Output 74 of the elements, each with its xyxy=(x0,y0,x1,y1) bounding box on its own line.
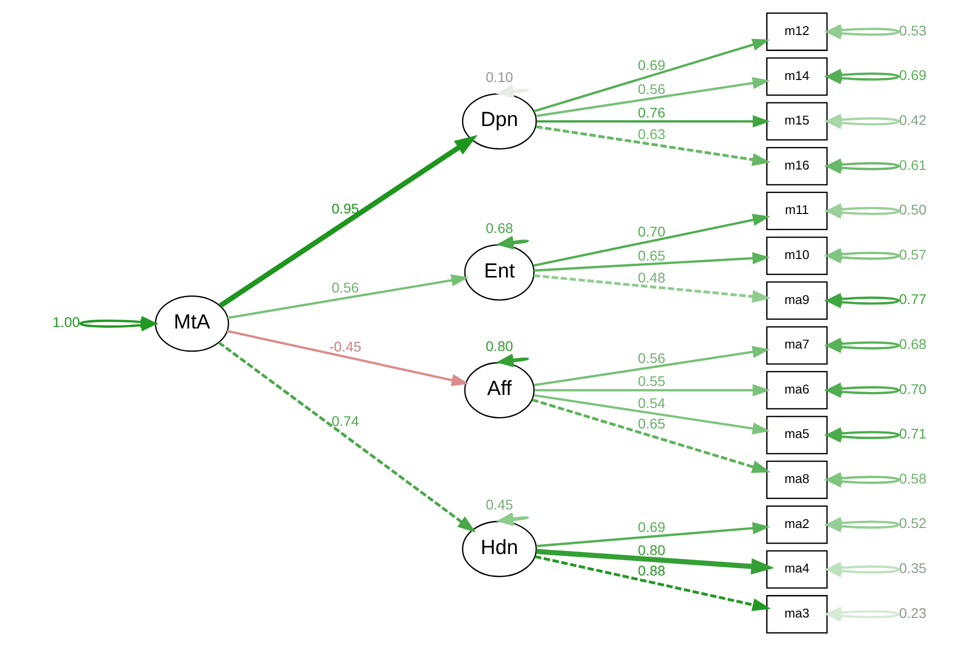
edge-label: 0.56 xyxy=(331,280,359,296)
node-box: m14 xyxy=(766,57,828,96)
edge-label: 0.77 xyxy=(898,291,926,308)
arrow xyxy=(531,398,770,474)
arrow xyxy=(536,548,774,574)
edge-label: 0.48 xyxy=(637,269,665,286)
edge-label: 0.53 xyxy=(898,22,926,38)
edge-label: 0.35 xyxy=(898,560,926,576)
edge-label: 0.56 xyxy=(637,350,665,366)
edge-label: 0.52 xyxy=(898,515,926,532)
edge-label: 0.71 xyxy=(898,426,926,442)
edge-label: 1.00 xyxy=(52,314,80,330)
edge-label: 0.23 xyxy=(898,604,926,621)
edge-label: 0.61 xyxy=(898,156,926,173)
edge-label: 0.50 xyxy=(898,202,926,218)
edge-label: 0.68 xyxy=(898,336,926,352)
arrow xyxy=(217,341,476,533)
edge-label: 0.58 xyxy=(898,470,926,486)
node-ellipse: MtA xyxy=(154,295,229,352)
node-box: m12 xyxy=(766,12,828,51)
edge-label: 0.42 xyxy=(898,112,926,128)
arrow xyxy=(534,384,770,396)
arrow xyxy=(533,346,770,386)
node-box: ma2 xyxy=(766,505,828,544)
node-box: m10 xyxy=(766,236,828,275)
edge-label: 0.69 xyxy=(637,519,665,536)
node-ellipse: Aff xyxy=(464,362,534,418)
edge-label: 0.88 xyxy=(637,562,665,579)
node-box: ma6 xyxy=(766,371,828,410)
edge-label: 0.65 xyxy=(637,248,665,264)
node-box: ma5 xyxy=(766,416,828,454)
arrow xyxy=(226,330,468,386)
arrow xyxy=(536,115,770,128)
edge-label: 0.63 xyxy=(637,126,665,142)
node-box: m15 xyxy=(766,102,828,141)
node-ellipse: Ent xyxy=(464,244,534,301)
arrow xyxy=(533,252,770,272)
edge-label: 0.54 xyxy=(637,394,665,411)
edge-label: 0.69 xyxy=(898,67,926,84)
edge-label: 0.76 xyxy=(637,104,665,120)
arrow xyxy=(226,274,468,319)
node-box: ma7 xyxy=(766,326,828,365)
node-box: ma9 xyxy=(766,281,828,320)
arrow xyxy=(536,77,770,118)
edge-label: 0.10 xyxy=(485,69,513,86)
edge-label: 0.70 xyxy=(898,380,926,397)
arrow xyxy=(532,214,770,267)
edge-label: 0.68 xyxy=(485,220,513,236)
arrow xyxy=(536,522,770,548)
node-box: m16 xyxy=(766,146,828,186)
node-ellipse: Dpn xyxy=(461,93,536,150)
edge-label: -0.45 xyxy=(328,338,361,355)
arrow xyxy=(536,125,770,166)
node-box: ma4 xyxy=(766,550,828,589)
arrow xyxy=(533,38,770,112)
edge-label: 0.57 xyxy=(898,246,926,262)
node-box: ma3 xyxy=(766,595,828,634)
edge-label: 0.55 xyxy=(637,373,665,390)
edge-label: 0.45 xyxy=(485,496,513,513)
edge-label: 0.56 xyxy=(637,81,665,98)
arrow xyxy=(533,394,770,435)
edge-label: 0.74 xyxy=(331,412,359,429)
edge-label: 0.69 xyxy=(637,56,665,73)
edge-label: 0.95 xyxy=(331,200,359,216)
arrow xyxy=(218,134,478,308)
edge-label: 0.80 xyxy=(637,542,665,558)
edge-label: 0.70 xyxy=(637,223,665,240)
arrow xyxy=(534,555,770,612)
node-box: m11 xyxy=(766,192,828,230)
edge-label: 0.65 xyxy=(637,415,665,432)
node-box: ma8 xyxy=(766,460,828,500)
node-ellipse: Hdn xyxy=(461,520,536,578)
edge-label: 0.80 xyxy=(485,338,513,354)
arrow xyxy=(533,274,770,303)
